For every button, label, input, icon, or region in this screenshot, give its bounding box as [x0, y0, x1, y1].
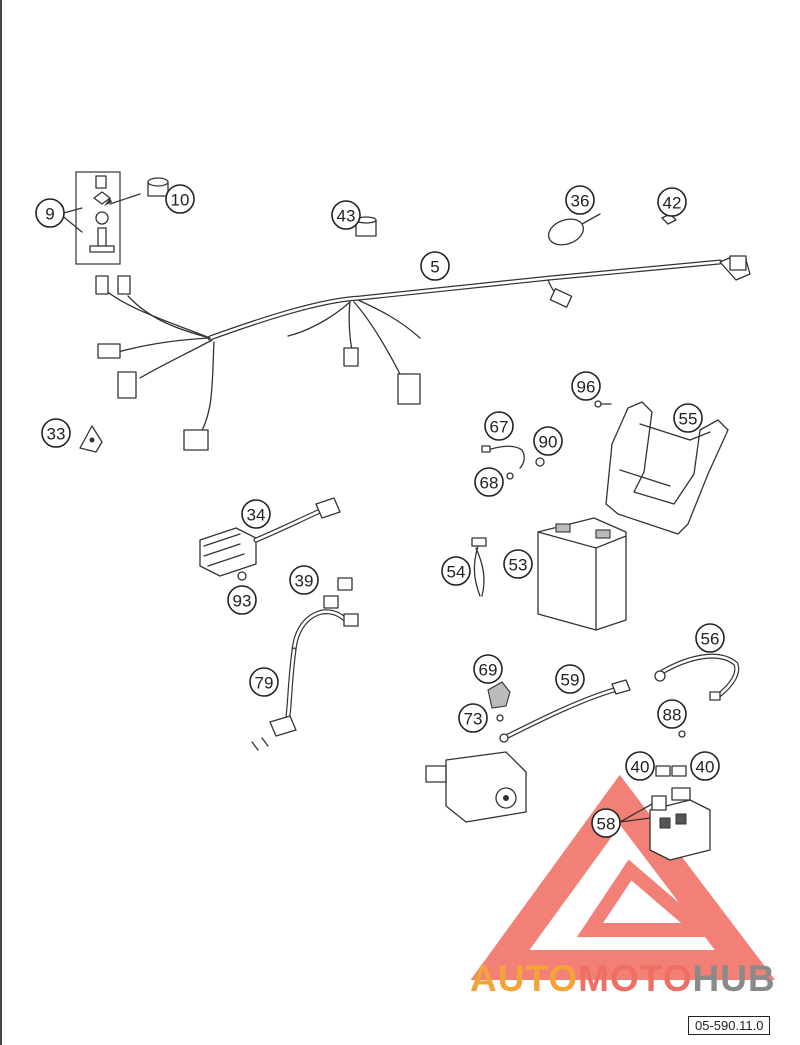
svg-text:54: 54: [447, 563, 466, 582]
diagram-reference-code: 05-590.11.0: [688, 1016, 771, 1035]
callout-79: 79: [249, 667, 279, 697]
svg-text:5: 5: [430, 258, 439, 277]
callout-33: 33: [41, 418, 71, 448]
cap-40-left: [655, 765, 671, 777]
cap-40-right: [671, 765, 687, 777]
callout-73: 73: [458, 703, 488, 733]
voltage-regulator-34: [199, 497, 341, 577]
svg-text:34: 34: [247, 506, 266, 525]
callout-55: 55: [673, 403, 703, 433]
bracket-33: [79, 425, 103, 453]
watermark-part2: MOTO: [578, 958, 693, 999]
callout-90: 90: [533, 426, 563, 456]
svg-text:96: 96: [577, 378, 596, 397]
callout-34: 34: [241, 499, 271, 529]
callout-43: 43: [331, 200, 361, 230]
callout-40-right: 40: [690, 751, 720, 781]
svg-text:10: 10: [171, 191, 190, 210]
callout-10: 10: [165, 184, 195, 214]
callout-93: 93: [227, 585, 257, 615]
callout-5: 5: [420, 251, 450, 281]
svg-text:58: 58: [597, 815, 616, 834]
battery-holder-55: [605, 401, 729, 535]
callout-68: 68: [474, 467, 504, 497]
callout-36: 36: [565, 185, 595, 215]
svg-text:39: 39: [295, 572, 314, 591]
svg-text:79: 79: [255, 674, 274, 693]
watermark-triangle: [470, 774, 776, 980]
svg-text:40: 40: [631, 758, 650, 777]
svg-text:43: 43: [337, 207, 356, 226]
grommet-part-10: [104, 177, 169, 206]
ignition-lock-inset: [75, 171, 121, 265]
callout-56: 56: [695, 623, 725, 653]
svg-text:56: 56: [701, 630, 720, 649]
callout-53: 53: [503, 549, 533, 579]
rubber-part-43: [355, 216, 377, 237]
callout-88: 88: [657, 699, 687, 729]
cap-69: [487, 681, 511, 709]
svg-text:40: 40: [696, 758, 715, 777]
screw-88: [678, 730, 686, 738]
callout-42: 42: [657, 187, 687, 217]
watermark-logo: AUTOMOTOHUB: [470, 958, 800, 1000]
nut-68: [506, 472, 514, 480]
callout-69: 69: [473, 654, 503, 684]
svg-text:59: 59: [561, 671, 580, 690]
svg-text:67: 67: [490, 418, 509, 437]
cable-59: [499, 679, 631, 743]
screw-96: [594, 400, 612, 408]
cable-56: [654, 653, 740, 701]
cable-67: [481, 445, 525, 469]
callout-40-left: 40: [625, 751, 655, 781]
callout-39: 39: [289, 565, 319, 595]
svg-text:69: 69: [479, 661, 498, 680]
watermark-part1: AUTO: [470, 958, 579, 999]
main-wiring-harness: [95, 255, 751, 451]
callout-58: 58: [591, 808, 621, 838]
cable-79: [251, 595, 359, 751]
svg-text:9: 9: [45, 205, 54, 224]
svg-text:33: 33: [47, 425, 66, 444]
svg-text:73: 73: [464, 710, 483, 729]
cable-tie-36: [547, 213, 601, 246]
svg-text:90: 90: [539, 433, 558, 452]
fuse-54: [471, 537, 487, 597]
callout-9: 9: [35, 198, 65, 228]
callout-59: 59: [555, 664, 585, 694]
svg-text:55: 55: [679, 410, 698, 429]
screw-90: [535, 457, 545, 467]
svg-text:68: 68: [480, 474, 499, 493]
battery-53: [537, 517, 627, 631]
starter-relay-58: [649, 787, 711, 861]
callout-96: 96: [571, 371, 601, 401]
svg-text:42: 42: [663, 194, 682, 213]
callout-54: 54: [441, 556, 471, 586]
starter-motor: [425, 751, 527, 823]
callout-67: 67: [484, 411, 514, 441]
svg-text:36: 36: [571, 192, 590, 211]
svg-text:93: 93: [233, 592, 252, 611]
svg-text:88: 88: [663, 706, 682, 725]
watermark-part3: HUB: [692, 958, 776, 999]
nut-73: [496, 714, 504, 722]
screw-93: [237, 571, 247, 581]
cap-39: [337, 577, 353, 591]
svg-text:53: 53: [509, 556, 528, 575]
